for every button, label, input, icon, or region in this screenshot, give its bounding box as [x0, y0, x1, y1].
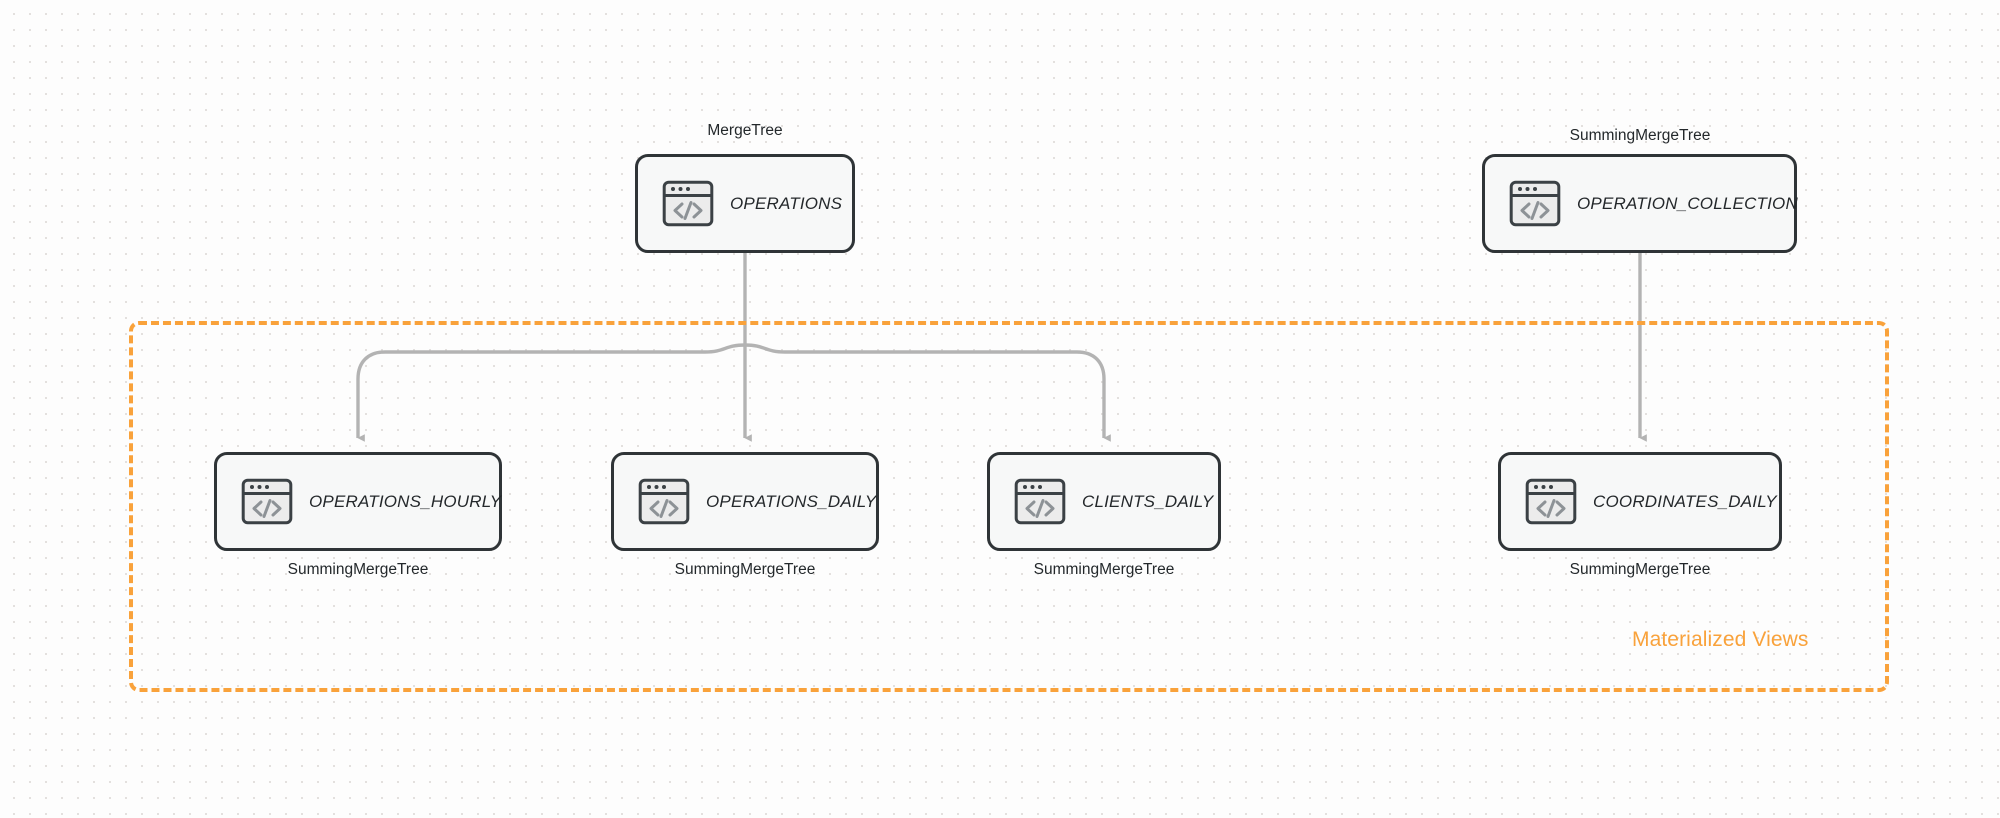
node-operations-hourly[interactable]: OPERATIONS_HOURLY — [214, 452, 502, 551]
code-window-icon — [1525, 478, 1577, 525]
node-title-operations-hourly: OPERATIONS_HOURLY — [309, 491, 502, 511]
engine-label-operations-daily: SummingMergeTree — [674, 561, 816, 578]
code-window-icon — [1014, 478, 1066, 525]
node-title-operation-collection: OPERATION_COLLECTION — [1577, 193, 1798, 213]
code-window-icon — [1509, 180, 1561, 227]
engine-label-coordinates-daily: SummingMergeTree — [1569, 561, 1711, 578]
materialized-views-group — [129, 321, 1889, 692]
code-window-icon — [241, 478, 293, 525]
node-title-operations-daily: OPERATIONS_DAILY — [706, 491, 877, 511]
node-title-clients-daily: CLIENTS_DAILY — [1082, 491, 1214, 511]
code-window-icon — [662, 180, 714, 227]
node-title-coordinates-daily: COORDINATES_DAILY — [1593, 491, 1777, 511]
node-clients-daily[interactable]: CLIENTS_DAILY — [987, 452, 1221, 551]
node-operation-collection[interactable]: OPERATION_COLLECTION — [1482, 154, 1798, 253]
node-coordinates-daily[interactable]: COORDINATES_DAILY — [1498, 452, 1782, 551]
engine-label-operation-collection: SummingMergeTree — [1569, 127, 1711, 144]
engine-label-operations-hourly: SummingMergeTree — [287, 561, 429, 578]
engine-label-clients-daily: SummingMergeTree — [1033, 561, 1175, 578]
engine-label-operations: MergeTree — [707, 122, 783, 139]
node-operations[interactable]: OPERATIONS — [635, 154, 855, 253]
node-operations-daily[interactable]: OPERATIONS_DAILY — [611, 452, 879, 551]
code-window-icon — [638, 478, 690, 525]
node-title-operations: OPERATIONS — [730, 193, 843, 213]
materialized-views-group-label: Materialized Views — [1632, 628, 1809, 651]
